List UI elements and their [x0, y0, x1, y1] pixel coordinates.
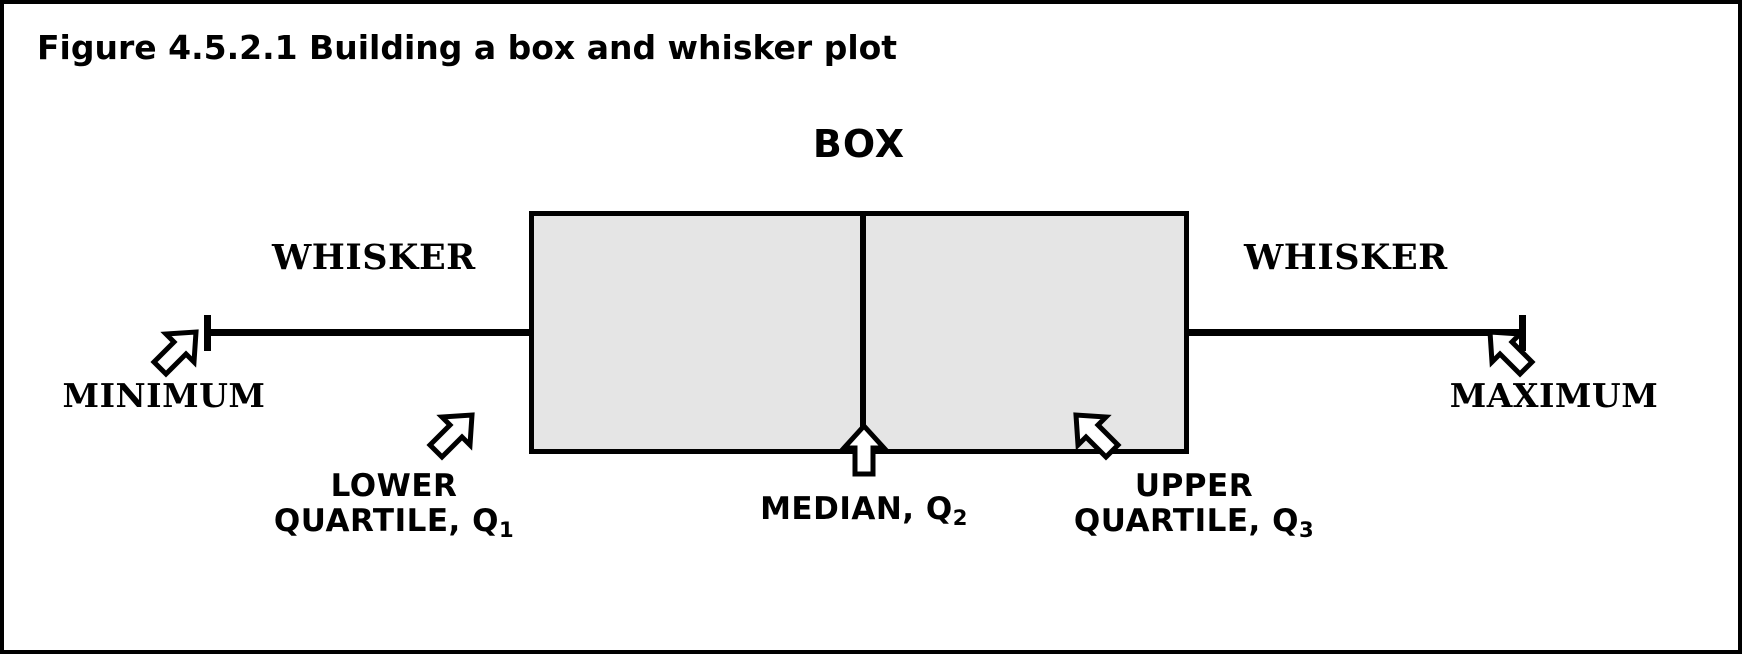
label-median-line: MEDIAN, Q2 — [704, 491, 1024, 530]
median-line — [860, 211, 866, 454]
label-minimum-text: MINIMUM — [62, 376, 266, 415]
label-upper-quartile-line1: UPPER — [1134, 468, 1254, 504]
label-lower-quartile-line2-text: QUARTILE, Q — [273, 502, 499, 539]
label-lower-quartile-line1: LOWER — [330, 468, 458, 504]
label-lower-quartile-line2: QUARTILE, Q1 — [234, 502, 554, 542]
label-lower-quartile: LOWER QUARTILE, Q1 — [234, 468, 554, 542]
arrow-up-right-outline-icon — [426, 412, 475, 461]
figure-canvas: Figure 4.5.2.1 Building a box and whiske… — [4, 4, 1738, 650]
label-median: MEDIAN, Q2 — [704, 491, 1024, 530]
label-minimum: MINIMUM — [24, 376, 304, 415]
box-heading-label: BOX — [812, 122, 906, 166]
label-maximum-text: MAXIMUM — [1449, 376, 1659, 415]
label-upper-quartile-line2-text: QUARTILE, Q — [1073, 502, 1299, 539]
whisker-line-right — [1184, 329, 1526, 336]
label-upper-quartile-subscript: 3 — [1298, 516, 1315, 542]
page-title: Figure 4.5.2.1 Building a box and whiske… — [37, 28, 898, 67]
whisker-label-left: WHISKER — [272, 237, 476, 278]
label-lower-quartile-subscript: 1 — [498, 516, 515, 542]
arrow-up-right-outline-icon — [150, 329, 199, 378]
whisker-cap-minimum — [204, 315, 211, 351]
arrow-up-left-outline-icon — [1487, 329, 1536, 378]
label-upper-quartile: UPPER QUARTILE, Q3 — [1024, 468, 1364, 542]
whisker-label-right: WHISKER — [1244, 237, 1448, 278]
whisker-line-left — [204, 329, 534, 336]
arrow-up-outline-icon — [838, 422, 890, 477]
label-upper-quartile-line2: QUARTILE, Q3 — [1024, 502, 1364, 542]
label-median-text: MEDIAN, Q — [760, 491, 953, 527]
label-maximum: MAXIMUM — [1404, 376, 1704, 415]
arrow-up-left-outline-icon — [1073, 412, 1122, 461]
label-median-subscript: 2 — [952, 504, 968, 530]
